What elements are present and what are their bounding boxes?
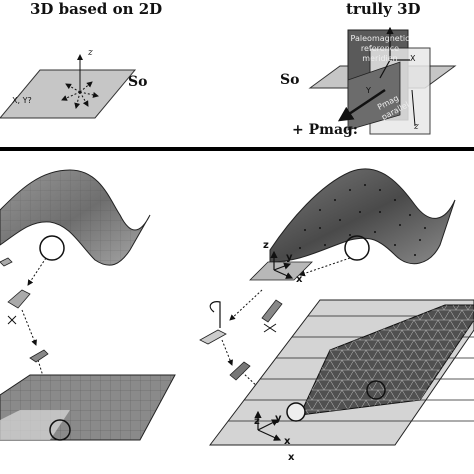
so-label-left: So: [128, 74, 148, 90]
small-planes-right: [199, 299, 283, 381]
y-axis-a: y: [286, 252, 293, 263]
z-axis-b: z: [254, 416, 260, 427]
section-divider: [0, 147, 474, 151]
title-left: 3D based on 2D: [30, 0, 163, 18]
striped-plane: [208, 299, 474, 446]
z-axis-label-small: z: [88, 48, 93, 58]
small-plane-a: [7, 289, 31, 309]
so-label-right: So: [280, 72, 300, 88]
meridian-diagram: [308, 26, 457, 135]
axes-plane-right-top: [249, 250, 313, 281]
flat-grid-left: [0, 374, 176, 441]
paleo-line-1: Paleomagnetic: [350, 34, 410, 43]
so-plane-left: [0, 54, 137, 119]
small-plane-b: [29, 349, 49, 363]
x-marker-left: [7, 315, 17, 325]
small-plane-c: [0, 257, 13, 267]
z-axis-a: z: [263, 240, 269, 251]
y-axis-b: y: [275, 413, 282, 424]
title-right: trully 3D: [346, 0, 421, 18]
folded-surface-right: [269, 168, 456, 265]
x-label-right: X: [410, 54, 416, 63]
y-label-right: Y: [366, 86, 371, 95]
xy-question-label: X, Y?: [12, 96, 32, 105]
x-axis-b: x: [284, 436, 291, 447]
dashed-arrows-right: [221, 257, 351, 409]
paleo-line-2: reference: [360, 44, 400, 53]
x-axis-a: x: [296, 274, 303, 285]
z-label-right: z: [414, 122, 419, 132]
folded-surface-left: [0, 169, 151, 266]
x-axis-bottom: x: [288, 452, 295, 463]
paleo-line-3: meridien: [362, 54, 398, 63]
pmag-label: + Pmag:: [292, 122, 358, 138]
